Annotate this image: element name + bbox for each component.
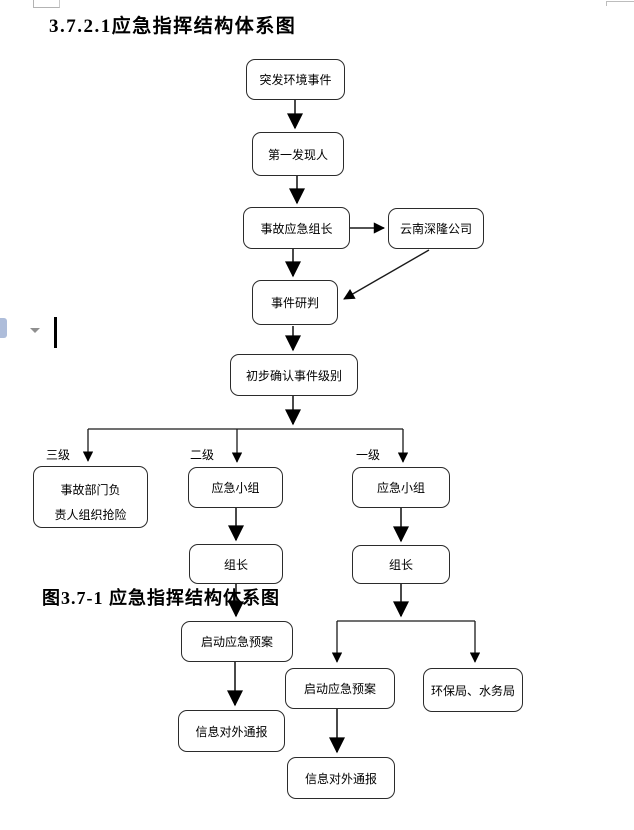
branch-label-level2: 二级	[190, 448, 215, 462]
node-sudden-environment-event: 突发环境事件	[246, 59, 345, 100]
vertical-stems	[227, 100, 409, 754]
figure-caption: 图3.7-1 应急指挥结构体系图	[42, 588, 280, 608]
clipped-table-border-top-right	[606, 1, 634, 6]
chevron-down-icon[interactable]	[30, 328, 40, 333]
branch-label-level3: 三级	[46, 448, 71, 462]
node-external-report-level2: 信息对外通报	[178, 710, 285, 752]
node-event-assessment: 事件研判	[252, 280, 338, 325]
text-cursor	[54, 317, 57, 348]
clipped-table-border-top-left	[33, 0, 60, 8]
node-emergency-group-leader: 事故应急组长	[243, 207, 350, 249]
node-line-2: 责人组织抢险	[54, 508, 127, 522]
node-first-discoverer: 第一发现人	[252, 132, 344, 176]
node-team-leader-level2: 组长	[189, 544, 283, 584]
node-team-leader-level1: 组长	[352, 545, 450, 584]
branch-label-level1: 一级	[356, 448, 381, 462]
node-external-report-level1: 信息对外通报	[287, 757, 395, 799]
node-confirm-event-level: 初步确认事件级别	[230, 354, 358, 396]
node-epa-water-bureau: 环保局、水务局	[423, 668, 523, 712]
section-heading: 3.7.2.1应急指挥结构体系图	[49, 16, 297, 37]
node-start-plan-level1: 启动应急预案	[285, 668, 395, 709]
node-department-head-rescue: 事故部门负 责人组织抢险	[33, 466, 148, 528]
autocorrect-chip-icon[interactable]	[0, 318, 7, 338]
node-start-plan-level2: 启动应急预案	[181, 621, 293, 662]
node-emergency-team-level1: 应急小组	[352, 467, 450, 508]
node-line-1: 事故部门负	[60, 483, 121, 497]
side-arrows	[343, 222, 430, 300]
node-company: 云南深隆公司	[388, 208, 484, 249]
branch-lines	[82, 428, 481, 663]
node-emergency-team-level2: 应急小组	[188, 467, 283, 508]
